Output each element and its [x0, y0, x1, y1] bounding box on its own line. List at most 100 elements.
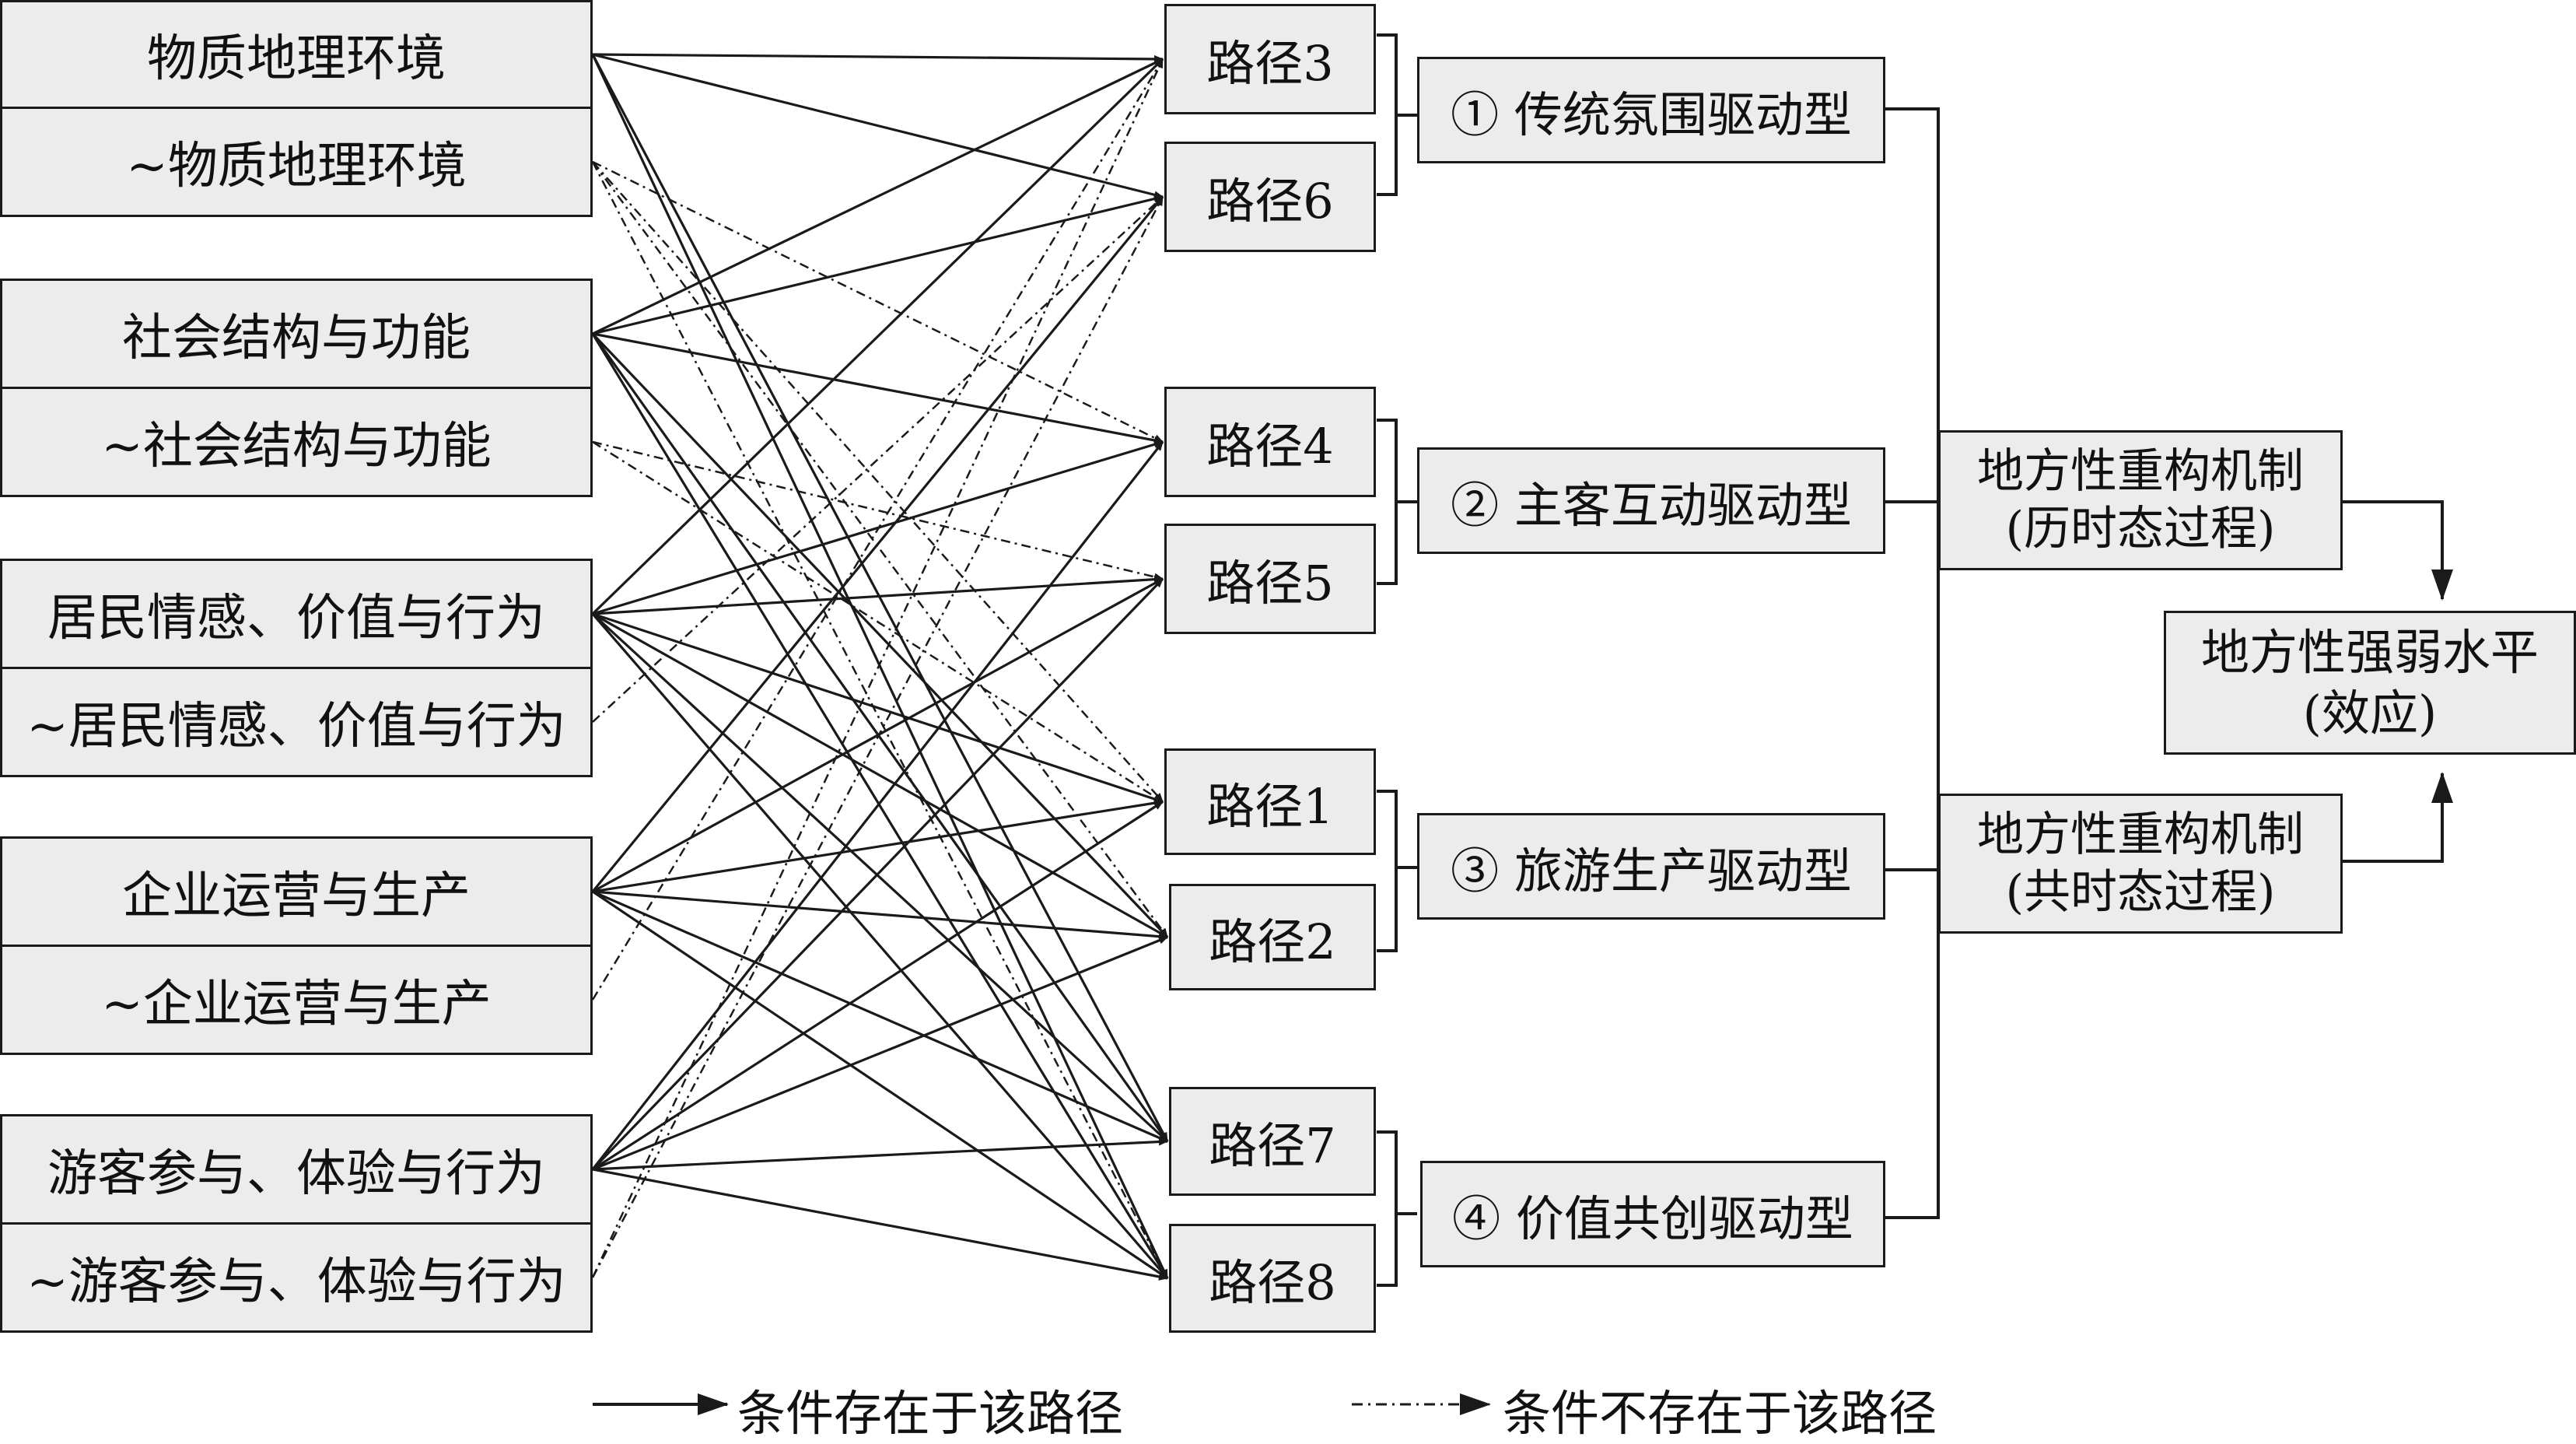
edge-c1-to-p8 — [591, 161, 1169, 1279]
edge-c8-to-p4 — [591, 441, 1164, 1170]
edge-c4-to-p7 — [591, 612, 1169, 1143]
condition-label: 企业运营与生产 — [122, 867, 471, 925]
edge-c4-to-p1 — [592, 612, 1164, 804]
bracket-t1 — [1377, 33, 1417, 196]
path-label: 路径7 — [1209, 1117, 1336, 1174]
edge-c2-to-p2 — [591, 332, 1169, 938]
edge-c8-to-p1 — [592, 801, 1164, 1171]
edge-c6-to-p7 — [592, 890, 1168, 1143]
condition-box: 社会结构与功能 — [0, 279, 593, 389]
result-subtitle: (效应) — [2302, 684, 2438, 741]
type-label: ② 主客互动驱动型 — [1451, 476, 1852, 534]
path-box: 路径4 — [1164, 387, 1376, 497]
result-box: 地方性强弱水平 (效应) — [2164, 611, 2576, 755]
bracket-t3 — [1377, 790, 1417, 952]
edge-c8-to-p5 — [591, 577, 1164, 1171]
edge-c8-to-p8 — [592, 1168, 1168, 1281]
edge-c9-to-p3 — [591, 58, 1164, 1278]
edge-c4-to-p3 — [591, 58, 1164, 615]
edge-c3-to-p1 — [592, 440, 1164, 803]
legend-dashed-label: 条件不存在于该路径 — [1503, 1385, 1937, 1442]
edge-c6-to-p6 — [591, 195, 1164, 893]
path-label: 路径8 — [1209, 1254, 1336, 1311]
mechanism-subtitle: (共时态过程) — [2005, 865, 2276, 920]
edge-c7-to-p3 — [591, 58, 1164, 1001]
edge-c1-to-p2 — [591, 161, 1169, 938]
edge-c6-to-p1 — [592, 799, 1164, 893]
condition-box: ~企业运营与生产 — [0, 945, 593, 1055]
condition-label: 物质地理环境 — [147, 30, 446, 88]
edge-c0-to-p7 — [591, 54, 1169, 1142]
edge-c6-to-p2 — [592, 890, 1168, 941]
legend-solid-label: 条件存在于该路径 — [737, 1385, 1124, 1442]
path-box: 路径8 — [1169, 1224, 1376, 1333]
path-label: 路径2 — [1209, 913, 1336, 970]
condition-label: 居民情感、价值与行为 — [47, 590, 545, 647]
edge-c1-to-p4 — [592, 160, 1164, 443]
condition-box: 物质地理环境 — [0, 0, 593, 109]
condition-box: ~游客参与、体验与行为 — [0, 1222, 593, 1333]
condition-label: ~游客参与、体验与行为 — [26, 1253, 566, 1311]
path-box: 路径5 — [1164, 524, 1376, 634]
edge-c2-to-p3 — [592, 58, 1164, 335]
path-label: 路径3 — [1206, 35, 1334, 92]
path-box: 路径6 — [1164, 142, 1376, 252]
path-box: 路径2 — [1169, 884, 1376, 990]
condition-box: 企业运营与生产 — [0, 836, 593, 947]
bracket-t2 — [1377, 419, 1417, 585]
edge-c2-to-p4 — [592, 332, 1164, 444]
path-box: 路径7 — [1169, 1087, 1376, 1196]
condition-label: 游客参与、体验与行为 — [47, 1145, 545, 1203]
arrow-m2-to-result — [2343, 772, 2453, 863]
edge-c4-to-p5 — [592, 575, 1164, 615]
arrow-m1-to-result — [2343, 500, 2453, 601]
edge-c9-to-p6 — [591, 196, 1164, 1278]
edge-c8-to-p7 — [592, 1137, 1168, 1171]
type-box: ④ 价值共创驱动型 — [1420, 1161, 1885, 1267]
path-label: 路径1 — [1206, 777, 1334, 835]
bracket-t4 — [1377, 1130, 1417, 1287]
path-label: 路径5 — [1206, 555, 1334, 612]
condition-label: ~物质地理环境 — [126, 138, 467, 195]
edge-c4-to-p2 — [592, 612, 1168, 938]
mechanism-subtitle: (历时态过程) — [2005, 502, 2276, 556]
path-label: 路径6 — [1206, 173, 1334, 230]
path-box: 路径1 — [1164, 748, 1376, 855]
type-label: ③ 旅游生产驱动型 — [1451, 842, 1852, 899]
edge-c5-to-p6 — [592, 196, 1164, 723]
type-label: ④ 价值共创驱动型 — [1452, 1190, 1853, 1247]
condition-box: ~物质地理环境 — [0, 107, 593, 217]
edge-c0-to-p8 — [591, 54, 1169, 1279]
condition-box: 游客参与、体验与行为 — [0, 1114, 593, 1225]
connector-types-to-mechanisms — [1885, 107, 1940, 1219]
edge-c6-to-p8 — [592, 890, 1168, 1280]
mechanism-box: 地方性重构机制 (共时态过程) — [1938, 794, 2343, 934]
edge-c8-to-p2 — [592, 936, 1168, 1171]
condition-label: ~居民情感、价值与行为 — [26, 698, 566, 755]
edge-c2-to-p6 — [592, 195, 1164, 335]
path-label: 路径4 — [1206, 418, 1334, 475]
edge-c2-to-p7 — [591, 333, 1169, 1142]
edge-c4-to-p8 — [591, 612, 1169, 1280]
type-box: ② 主客互动驱动型 — [1417, 447, 1885, 554]
edge-c0-to-p6 — [592, 53, 1164, 199]
edge-layer — [591, 53, 1169, 1281]
type-box: ① 传统氛围驱动型 — [1417, 57, 1885, 163]
mechanism-title: 地方性重构机制 — [1977, 444, 2304, 499]
mechanism-title: 地方性重构机制 — [1977, 808, 2304, 862]
type-box: ③ 旅游生产驱动型 — [1417, 813, 1885, 920]
path-box: 路径3 — [1164, 4, 1376, 114]
condition-label: 社会结构与功能 — [122, 310, 471, 367]
type-label: ① 传统氛围驱动型 — [1451, 86, 1852, 143]
edge-c2-to-p8 — [591, 333, 1169, 1279]
mechanism-box: 地方性重构机制 (历时态过程) — [1938, 430, 2343, 570]
result-title: 地方性强弱水平 — [2200, 623, 2539, 681]
edge-c0-to-p3 — [592, 53, 1164, 63]
condition-box: 居民情感、价值与行为 — [0, 559, 593, 669]
condition-box: ~居民情感、价值与行为 — [0, 667, 593, 777]
edge-c1-to-p1 — [592, 161, 1164, 803]
condition-label: ~社会结构与功能 — [101, 418, 492, 475]
condition-box: ~社会结构与功能 — [0, 387, 593, 497]
edge-c3-to-p5 — [592, 440, 1164, 581]
